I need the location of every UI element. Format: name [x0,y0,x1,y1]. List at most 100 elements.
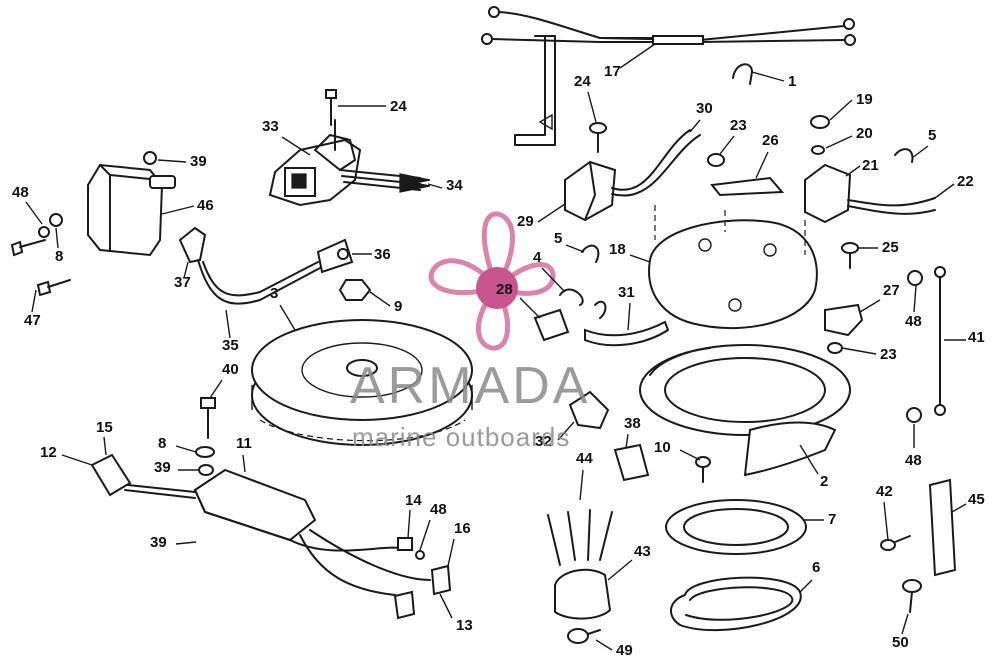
leader-line-26 [755,151,769,179]
callout-label-38: 38 [624,415,641,432]
callout-label-30: 30 [696,100,713,117]
leader-line-35 [225,309,231,339]
leader-line-40 [209,379,223,399]
leader-line-23a [719,135,735,155]
callout-label-45: 45 [968,491,985,508]
propeller-blade-icon [481,211,515,294]
part-42-screw [880,535,911,551]
part-48-washer [906,407,922,423]
leader-line-27 [859,299,881,313]
leader-line-48c [913,285,917,313]
callout-label-13: 13 [456,617,473,634]
callout-label-23a: 23 [730,117,747,134]
leader-line-16 [447,538,455,567]
part-18-armature-plate [648,205,818,329]
part-35-spark-plug-lead [178,226,354,305]
part-26-strap [710,176,785,197]
part-33-coil-assembly [268,119,431,207]
callout-label-21: 21 [862,157,879,174]
callout-label-9: 9 [394,298,402,315]
leader-line-34 [427,183,443,189]
callout-label-3: 3 [270,285,278,302]
callout-label-39b: 39 [154,459,171,476]
callout-label-42: 42 [876,483,893,500]
part-21-coil [804,115,936,224]
part-24-screw [325,89,337,126]
part-13-connectors [393,564,452,620]
leader-line-22 [934,183,955,199]
part-2-timer-base [639,344,851,477]
propeller-blade-icon [475,283,511,351]
part-3-flywheel [251,319,473,446]
leader-line-24b [587,91,597,123]
callout-label-18: 18 [609,241,626,258]
leader-line-39a [157,159,187,163]
callout-label-23b: 23 [880,346,897,363]
part-47-screws [10,213,71,297]
leader-line-12 [61,454,93,466]
leader-line-14 [407,509,411,539]
propeller-blade-icon [492,262,556,296]
leader-line-4 [541,267,566,293]
leader-line-48a [25,201,43,225]
leader-line-45 [951,503,967,513]
part-23-screw [827,342,843,354]
leader-line-21 [845,165,861,177]
part-32-bracket [568,390,610,430]
callout-label-8b: 8 [158,435,166,452]
leader-line-18 [629,254,651,263]
callout-labels: 1234556788910111213141516171819202122232… [12,63,985,659]
callout-label-24a: 24 [390,98,407,115]
part-25-screw [841,242,859,269]
leader-line-47 [31,289,37,313]
part-48-washer [907,270,923,286]
leader-line-5a [565,244,585,253]
callout-label-16: 16 [454,520,471,537]
leader-line-1 [751,71,785,82]
leader-line-17 [619,43,656,69]
leader-line-19 [829,99,853,121]
leader-line-6 [799,579,813,593]
callout-leader-lines [25,43,967,651]
callout-label-24b: 24 [574,73,591,90]
callout-label-10: 10 [654,439,671,456]
leader-line-15 [103,436,107,456]
part-6-snap-ring [670,576,802,632]
part-39-nut [143,151,157,165]
part-49-screw [567,628,601,644]
callout-label-5b: 5 [928,127,936,144]
callout-label-41: 41 [968,329,985,346]
callout-label-26: 26 [762,132,779,149]
part-17-wire-harness [481,6,856,146]
leader-line-3 [279,304,296,331]
leader-line-37 [183,261,189,279]
callout-label-5a: 5 [554,230,562,247]
callout-label-14: 14 [405,492,422,509]
callout-label-19: 19 [856,91,873,108]
callout-label-20: 20 [856,125,873,142]
callout-label-40: 40 [222,361,239,378]
part-4-spring [559,288,607,319]
callout-label-48a: 48 [12,184,29,201]
callout-label-11: 11 [236,435,252,452]
part-48-washer [415,550,425,560]
part-7-retainer-ring [665,499,807,555]
propeller-blade-icon [428,258,502,295]
callout-label-49: 49 [616,642,633,659]
part-41-link-rod [934,266,946,416]
propeller-hub-icon [476,267,518,309]
leader-line-30 [689,119,701,133]
leader-line-49 [595,639,613,651]
callout-label-48b: 48 [430,501,447,518]
leader-line-50 [901,613,909,635]
armada-propeller-logo [428,211,556,351]
leader-line-48b [419,519,431,551]
leader-line-32 [557,421,575,441]
callout-label-48c: 48 [905,313,922,330]
callout-label-12: 12 [40,444,57,461]
part-11-power-pack [193,468,431,596]
callout-label-6: 6 [812,559,820,576]
callout-label-39c: 39 [150,534,167,551]
leader-line-43 [607,559,633,581]
watermark-brand-text: ARMADA [350,357,590,415]
